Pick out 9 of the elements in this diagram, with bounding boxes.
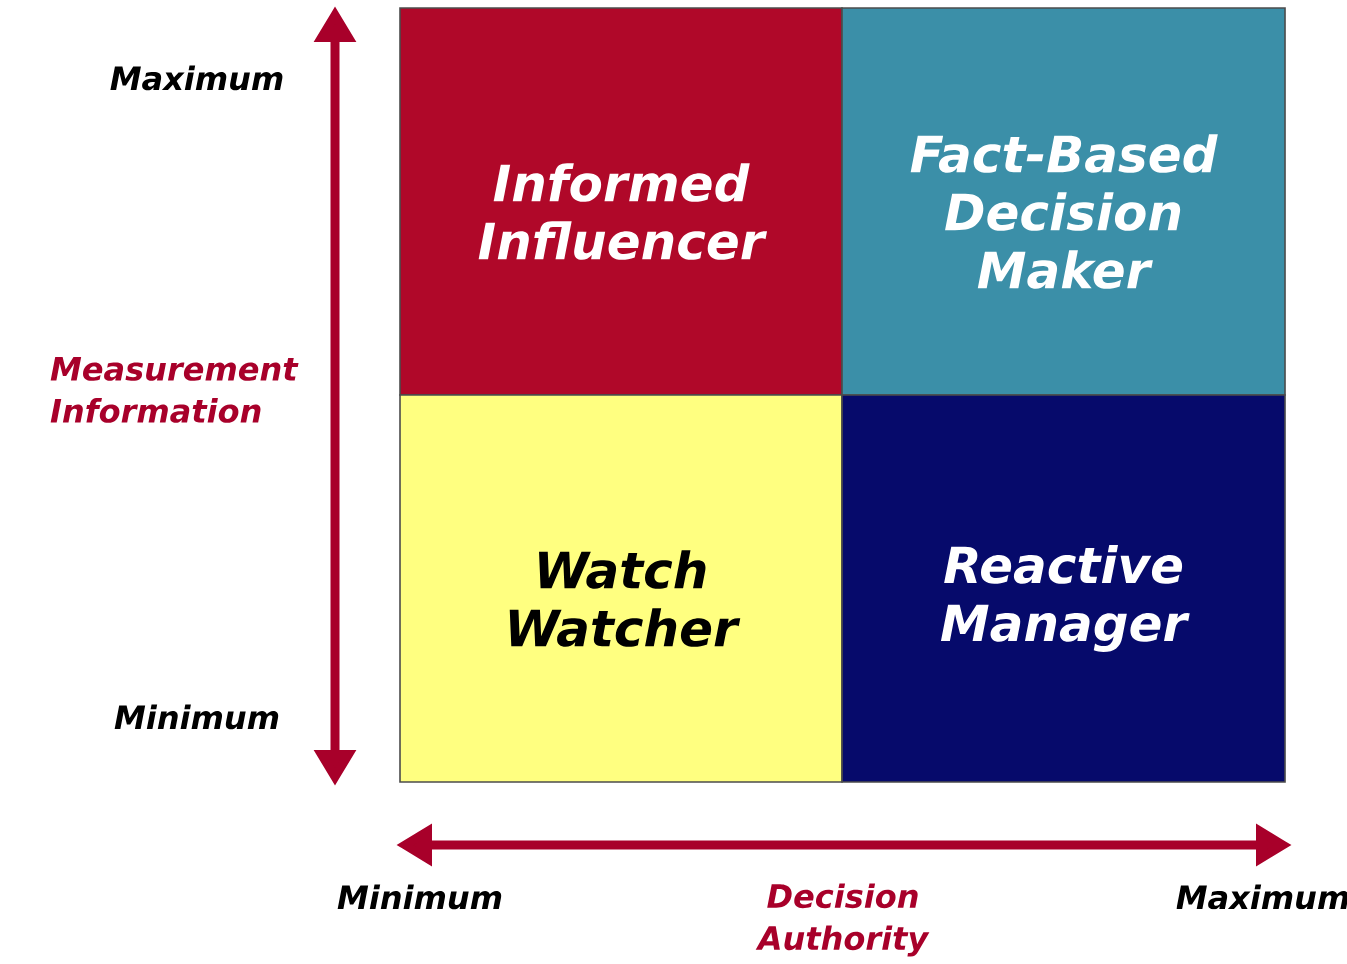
axis-title: Measurement Information — [50, 357, 299, 423]
quadrant-box: Fact-Based Decision Maker — [841, 7, 1286, 396]
axis-end-label: Minimum — [114, 704, 279, 730]
quadrant-box: Informed Influencer — [399, 7, 843, 396]
axis-end-label: Minimum — [337, 884, 502, 910]
axis-end-label: Maximum — [110, 65, 283, 91]
quadrant-box: Reactive Manager — [841, 394, 1286, 783]
quadrant-box: Watch Watcher — [399, 394, 843, 783]
axis-title: Decision Authority — [755, 883, 930, 957]
